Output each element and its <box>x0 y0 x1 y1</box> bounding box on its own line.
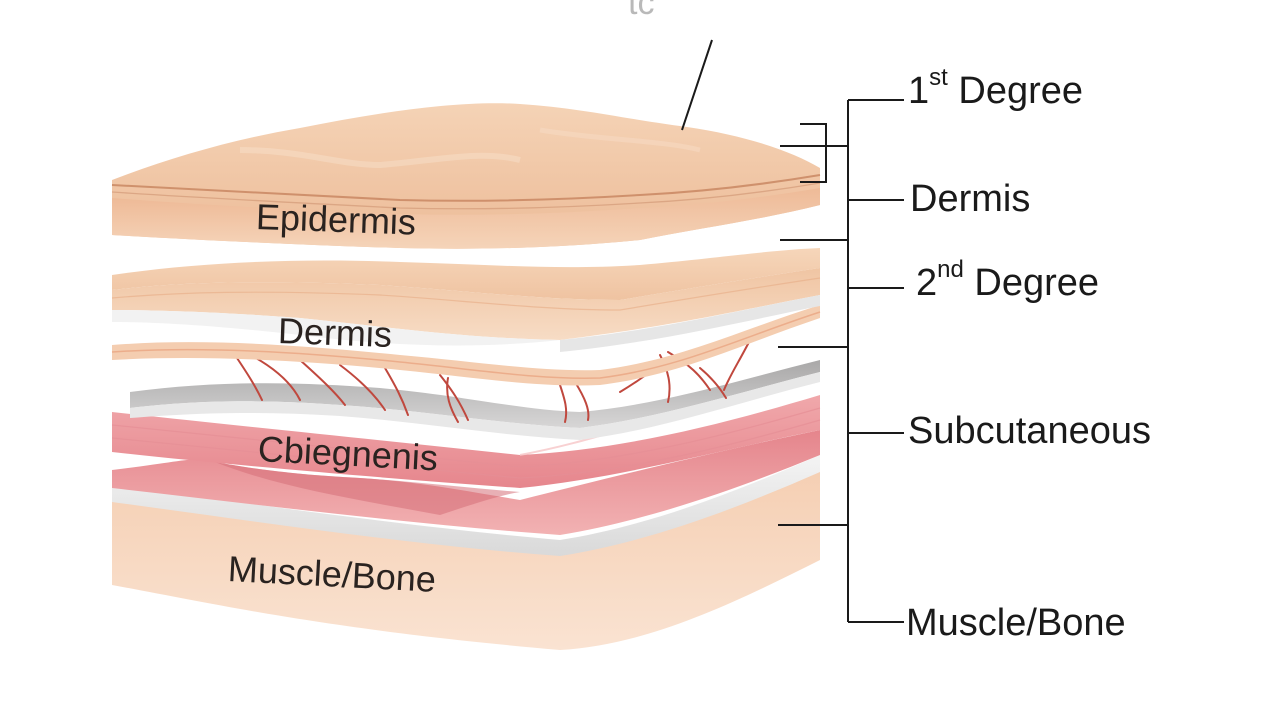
dermis-layer <box>111 248 821 352</box>
callout-lines <box>778 99 904 623</box>
layer-label-dermis: Dermis <box>277 310 393 355</box>
blood-vessels <box>234 339 751 423</box>
epidermis-layer <box>111 103 821 249</box>
subcutaneous-lower-fold <box>112 430 820 535</box>
layer-label-epidermis: Epidermis <box>255 196 417 243</box>
first-degree-word: Degree <box>958 70 1084 112</box>
callout-second-degree: 2nd Degree <box>916 258 1100 305</box>
second-degree-suffix: nd <box>937 256 964 284</box>
pointer-line <box>681 39 713 131</box>
top-cutoff-text: tc <box>628 0 655 22</box>
second-degree-word: Degree <box>974 262 1100 304</box>
second-degree-number: 2 <box>916 262 938 304</box>
muscle-bone-layer <box>112 455 820 650</box>
callout-subcutaneous: Subcutaneous <box>908 410 1151 452</box>
first-degree-number: 1 <box>908 70 930 112</box>
callout-muscle-bone: Muscle/Bone <box>906 602 1126 644</box>
first-degree-suffix: st <box>929 64 948 92</box>
fascia-layer <box>130 360 820 440</box>
papillary-layer <box>111 305 821 386</box>
callout-first-degree: 1st Degree <box>908 66 1084 113</box>
callout-dermis: Dermis <box>910 178 1031 220</box>
